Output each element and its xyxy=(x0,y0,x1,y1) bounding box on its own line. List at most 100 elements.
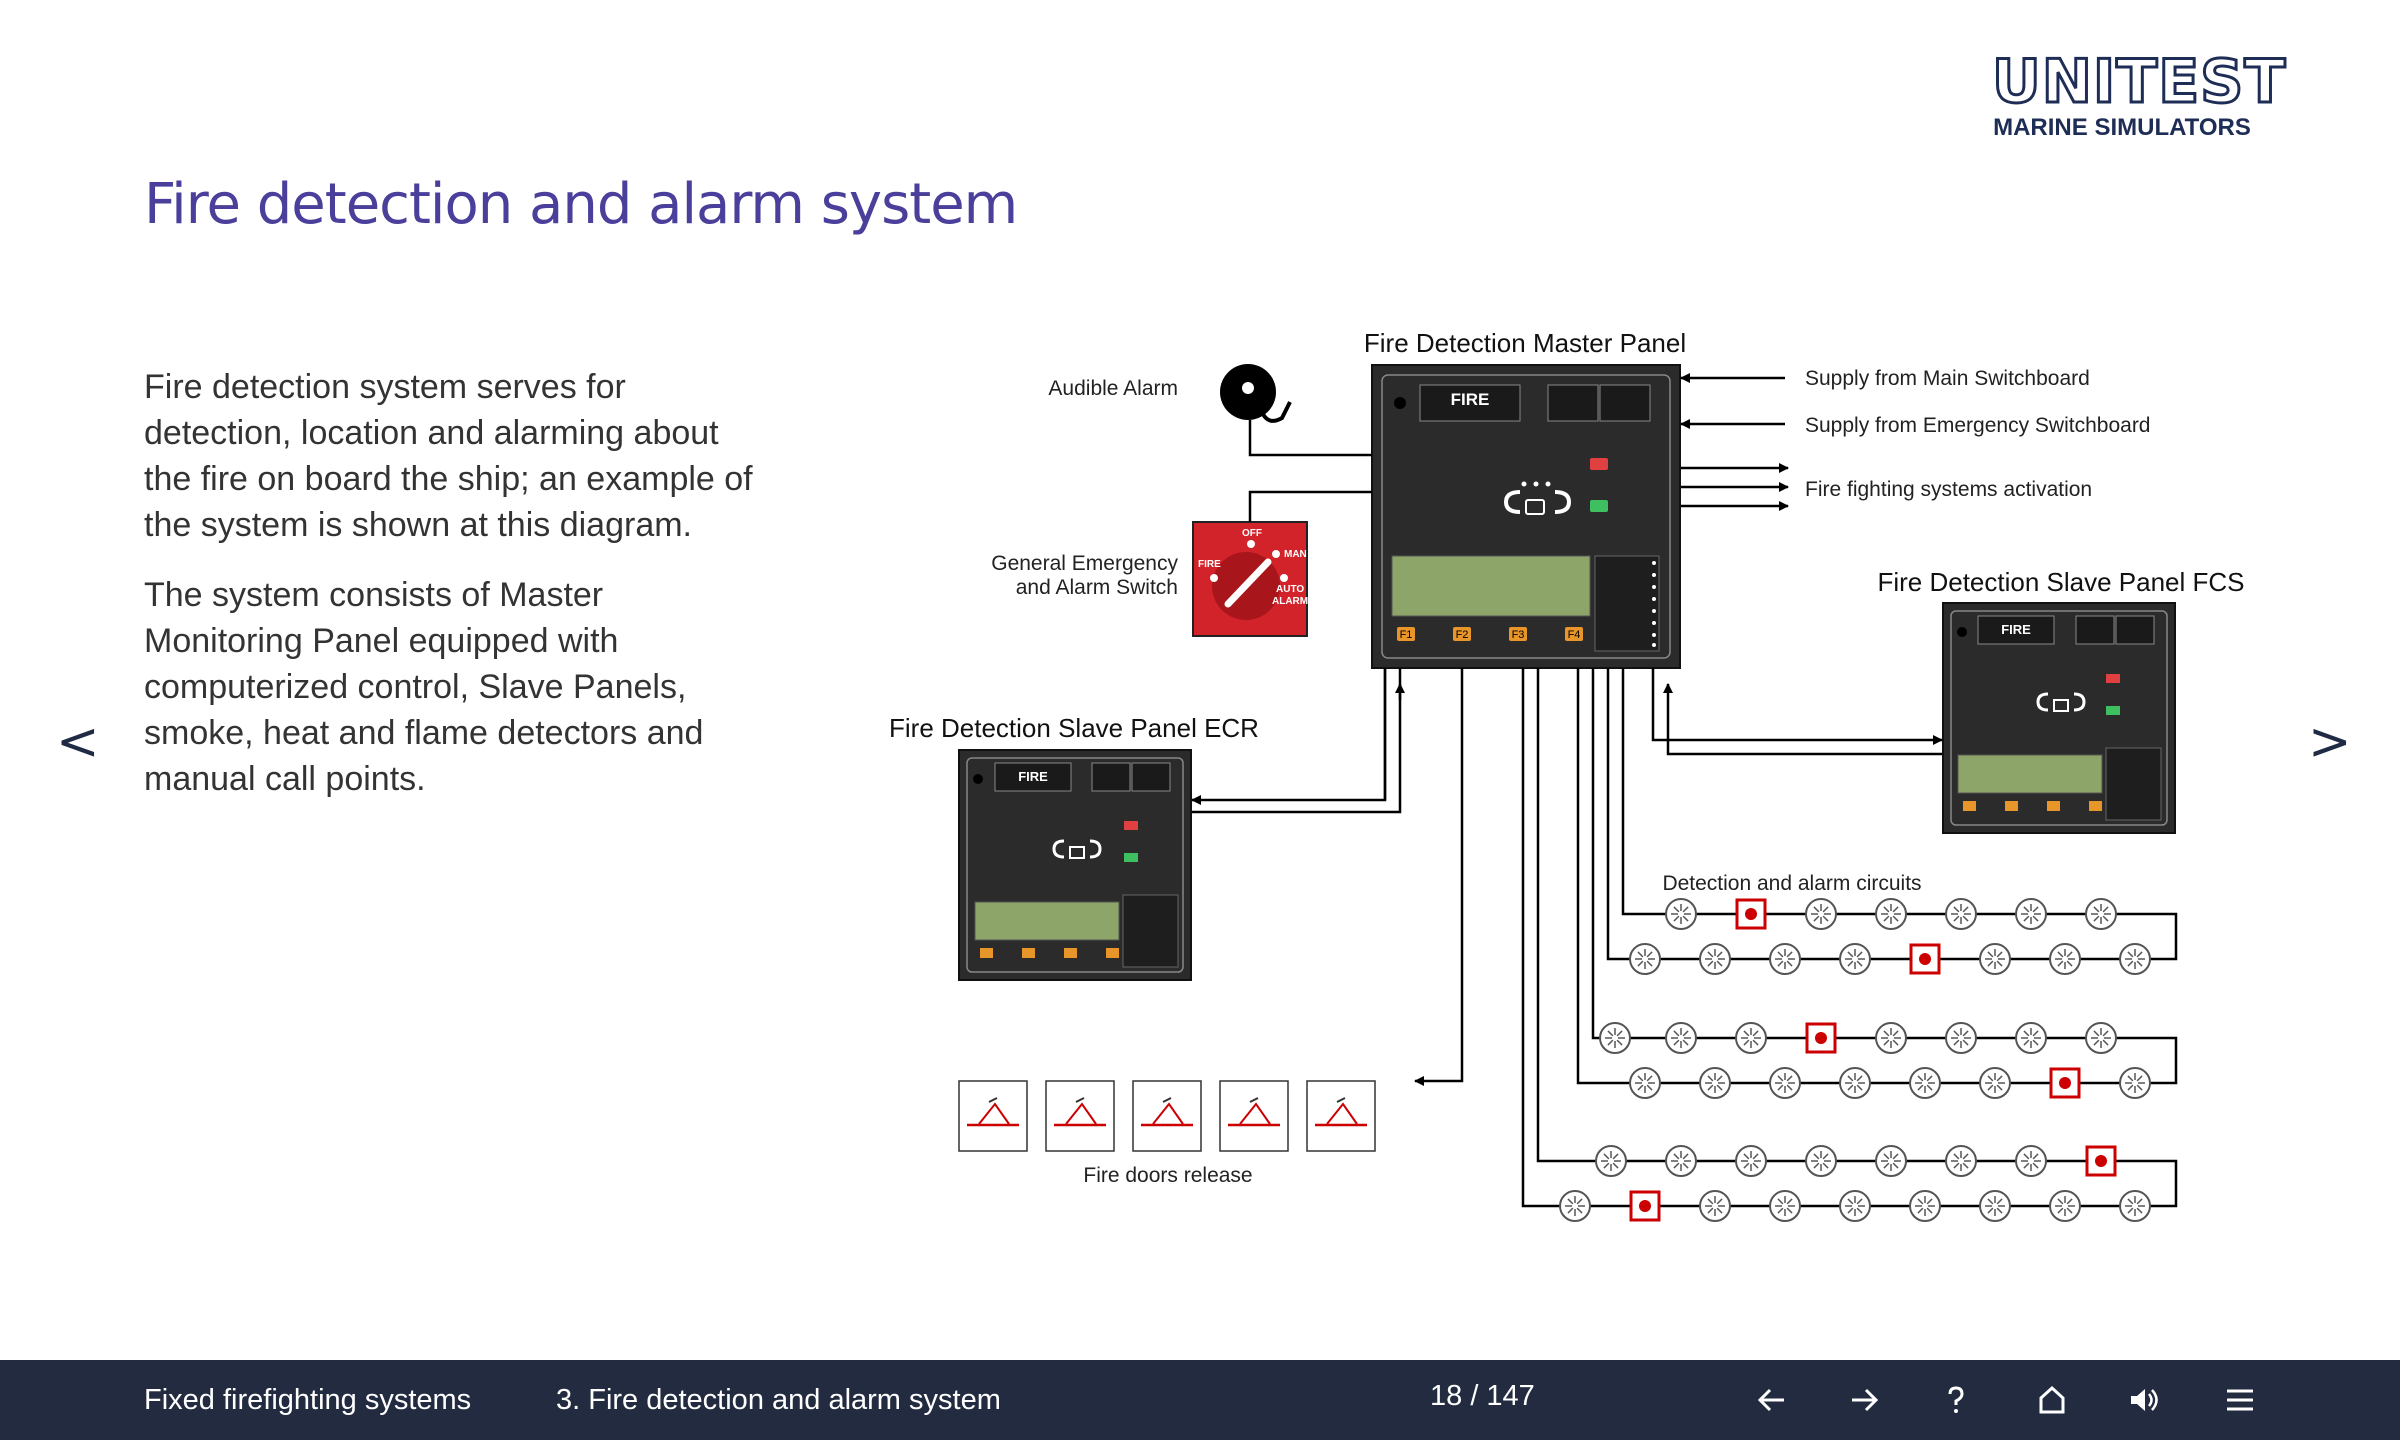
logo-subtitle: MARINE SIMULATORS xyxy=(1993,114,2251,141)
smoke-detector-icon xyxy=(1839,1067,1871,1099)
slave-panel-ecr: Fire Detection Slave Panel ECR FIRE xyxy=(889,713,1259,981)
logo-wordmark: UNITEST xyxy=(1991,47,2287,117)
fire-doors-label: Fire doors release xyxy=(1083,1164,1252,1187)
switch-fire-label: FIRE xyxy=(1198,559,1221,570)
smoke-detector-icon xyxy=(1909,1067,1941,1099)
fire-door-icon xyxy=(1132,1080,1202,1152)
smoke-detector-icon xyxy=(1839,1190,1871,1222)
smoke-detector-icon xyxy=(2049,1190,2081,1222)
smoke-detector-icon xyxy=(1629,943,1661,975)
body-paragraph-1: Fire detection system serves for detecti… xyxy=(144,368,753,544)
circuits-label: Detection and alarm circuits xyxy=(1662,872,1921,895)
smoke-detector-icon xyxy=(2015,1022,2047,1054)
fire-door-icon xyxy=(1045,1080,1115,1152)
smoke-detector-icon xyxy=(1909,1190,1941,1222)
smoke-detector-icon xyxy=(1979,1190,2011,1222)
home-icon xyxy=(2039,1385,2065,1414)
slave-fcs-label: Fire Detection Slave Panel FCS xyxy=(1877,567,2244,597)
breadcrumb-section[interactable]: Fixed firefighting systems xyxy=(144,1384,472,1416)
smoke-detector-icon xyxy=(2119,1190,2151,1222)
help-icon xyxy=(1948,1386,1964,1413)
slide-body: Fire detection system serves for detecti… xyxy=(144,364,764,826)
arrow-right-icon xyxy=(1852,1388,1879,1412)
next-slide-button[interactable]: > xyxy=(2308,712,2352,772)
smoke-detector-icon xyxy=(1735,1022,1767,1054)
master-f2: F2 xyxy=(1456,629,1469,641)
manual-call-point-icon xyxy=(1629,1190,1661,1222)
smoke-detector-icon xyxy=(1699,943,1731,975)
fcs-connections xyxy=(1651,668,1943,756)
fire-door-icon xyxy=(1306,1080,1376,1152)
fire-doors: Fire doors release xyxy=(958,668,1464,1187)
smoke-detector-icon xyxy=(2015,1145,2047,1177)
master-fire-label: FIRE xyxy=(1451,390,1490,409)
smoke-detector-icon xyxy=(1665,1145,1697,1177)
volume-button[interactable] xyxy=(2122,1378,2166,1422)
ecr-connections xyxy=(1191,668,1405,814)
audible-alarm: Audible Alarm xyxy=(1048,364,1372,457)
ff-activation-label: Fire fighting systems activation xyxy=(1805,478,2092,501)
smoke-detector-icon xyxy=(1769,1190,1801,1222)
smoke-detector-icon xyxy=(1839,943,1871,975)
slave-panel-fcs: Fire Detection Slave Panel FCS FIRE xyxy=(1877,567,2245,834)
smoke-detector-icon xyxy=(2015,898,2047,930)
unitest-logo: UNITEST MARINE SIMULATORS xyxy=(1991,47,2287,142)
smoke-detector-icon xyxy=(1979,1067,2011,1099)
prev-slide-button[interactable]: < xyxy=(56,712,100,772)
forward-button[interactable] xyxy=(1842,1378,1886,1422)
manual-call-point-icon xyxy=(2049,1067,2081,1099)
switch-auto-label: AUTO xyxy=(1276,584,1304,595)
supply-main-label: Supply from Main Switchboard xyxy=(1805,367,2090,390)
smoke-detector-icon xyxy=(2085,898,2117,930)
fcs-fire-label: FIRE xyxy=(2001,622,2031,637)
smoke-detector-icon xyxy=(1945,1145,1977,1177)
smoke-detector-icon xyxy=(1805,1145,1837,1177)
body-paragraph-2: The system consists of Master Monitoring… xyxy=(144,576,704,798)
fire-door-icon xyxy=(958,1080,1028,1152)
help-button[interactable] xyxy=(1934,1378,1978,1422)
back-button[interactable] xyxy=(1750,1378,1794,1422)
manual-call-point-icon xyxy=(2085,1145,2117,1177)
slave-ecr-label: Fire Detection Slave Panel ECR xyxy=(889,713,1259,743)
master-panel: Fire Detection Master Panel FIRE F1 F2 F… xyxy=(1364,328,1686,669)
master-f4: F4 xyxy=(1568,629,1581,641)
volume-icon xyxy=(2131,1389,2158,1411)
master-f3: F3 xyxy=(1512,629,1525,641)
detection-circuits: Detection and alarm circuits xyxy=(1521,668,2178,1222)
arrow-left-icon xyxy=(1757,1388,1784,1412)
manual-call-point-icon xyxy=(1909,943,1941,975)
smoke-detector-icon xyxy=(1665,898,1697,930)
supply-emergency-label: Supply from Emergency Switchboard xyxy=(1805,414,2151,437)
smoke-detector-icon xyxy=(1945,898,1977,930)
master-f1: F1 xyxy=(1400,629,1413,641)
smoke-detector-icon xyxy=(1945,1022,1977,1054)
manual-call-point-icon xyxy=(1735,898,1767,930)
audible-alarm-label: Audible Alarm xyxy=(1048,377,1178,400)
breadcrumb-chapter[interactable]: 3. Fire detection and alarm system xyxy=(556,1384,1001,1416)
smoke-detector-icon xyxy=(2119,1067,2151,1099)
menu-button[interactable] xyxy=(2218,1378,2262,1422)
switch-man-label: MAN xyxy=(1284,549,1307,560)
smoke-detector-icon xyxy=(1595,1145,1627,1177)
switch-alarm-label: ALARM xyxy=(1272,596,1308,607)
smoke-detector-icon xyxy=(2049,943,2081,975)
smoke-detector-icon xyxy=(1665,1022,1697,1054)
smoke-detector-icon xyxy=(1875,1022,1907,1054)
smoke-detector-icon xyxy=(1559,1190,1591,1222)
switch-off-label: OFF xyxy=(1242,528,1262,539)
smoke-detector-icon xyxy=(1629,1067,1661,1099)
smoke-detector-icon xyxy=(2119,943,2151,975)
smoke-detector-icon xyxy=(2085,1022,2117,1054)
smoke-detector-icon xyxy=(1979,943,2011,975)
ecr-fire-label: FIRE xyxy=(1018,769,1048,784)
smoke-detector-icon xyxy=(1599,1022,1631,1054)
master-panel-label: Fire Detection Master Panel xyxy=(1364,328,1686,358)
smoke-detector-icon xyxy=(1699,1190,1731,1222)
smoke-detector-icon xyxy=(1805,898,1837,930)
home-button[interactable] xyxy=(2030,1378,2074,1422)
general-emergency-switch: General Emergency and Alarm Switch OFF F… xyxy=(991,490,1372,637)
smoke-detector-icon xyxy=(1875,1145,1907,1177)
supply-lines: Supply from Main Switchboard Supply from… xyxy=(1680,367,2151,511)
switch-label-line2: and Alarm Switch xyxy=(1016,576,1178,599)
page-title: Fire detection and alarm system xyxy=(144,172,1018,237)
